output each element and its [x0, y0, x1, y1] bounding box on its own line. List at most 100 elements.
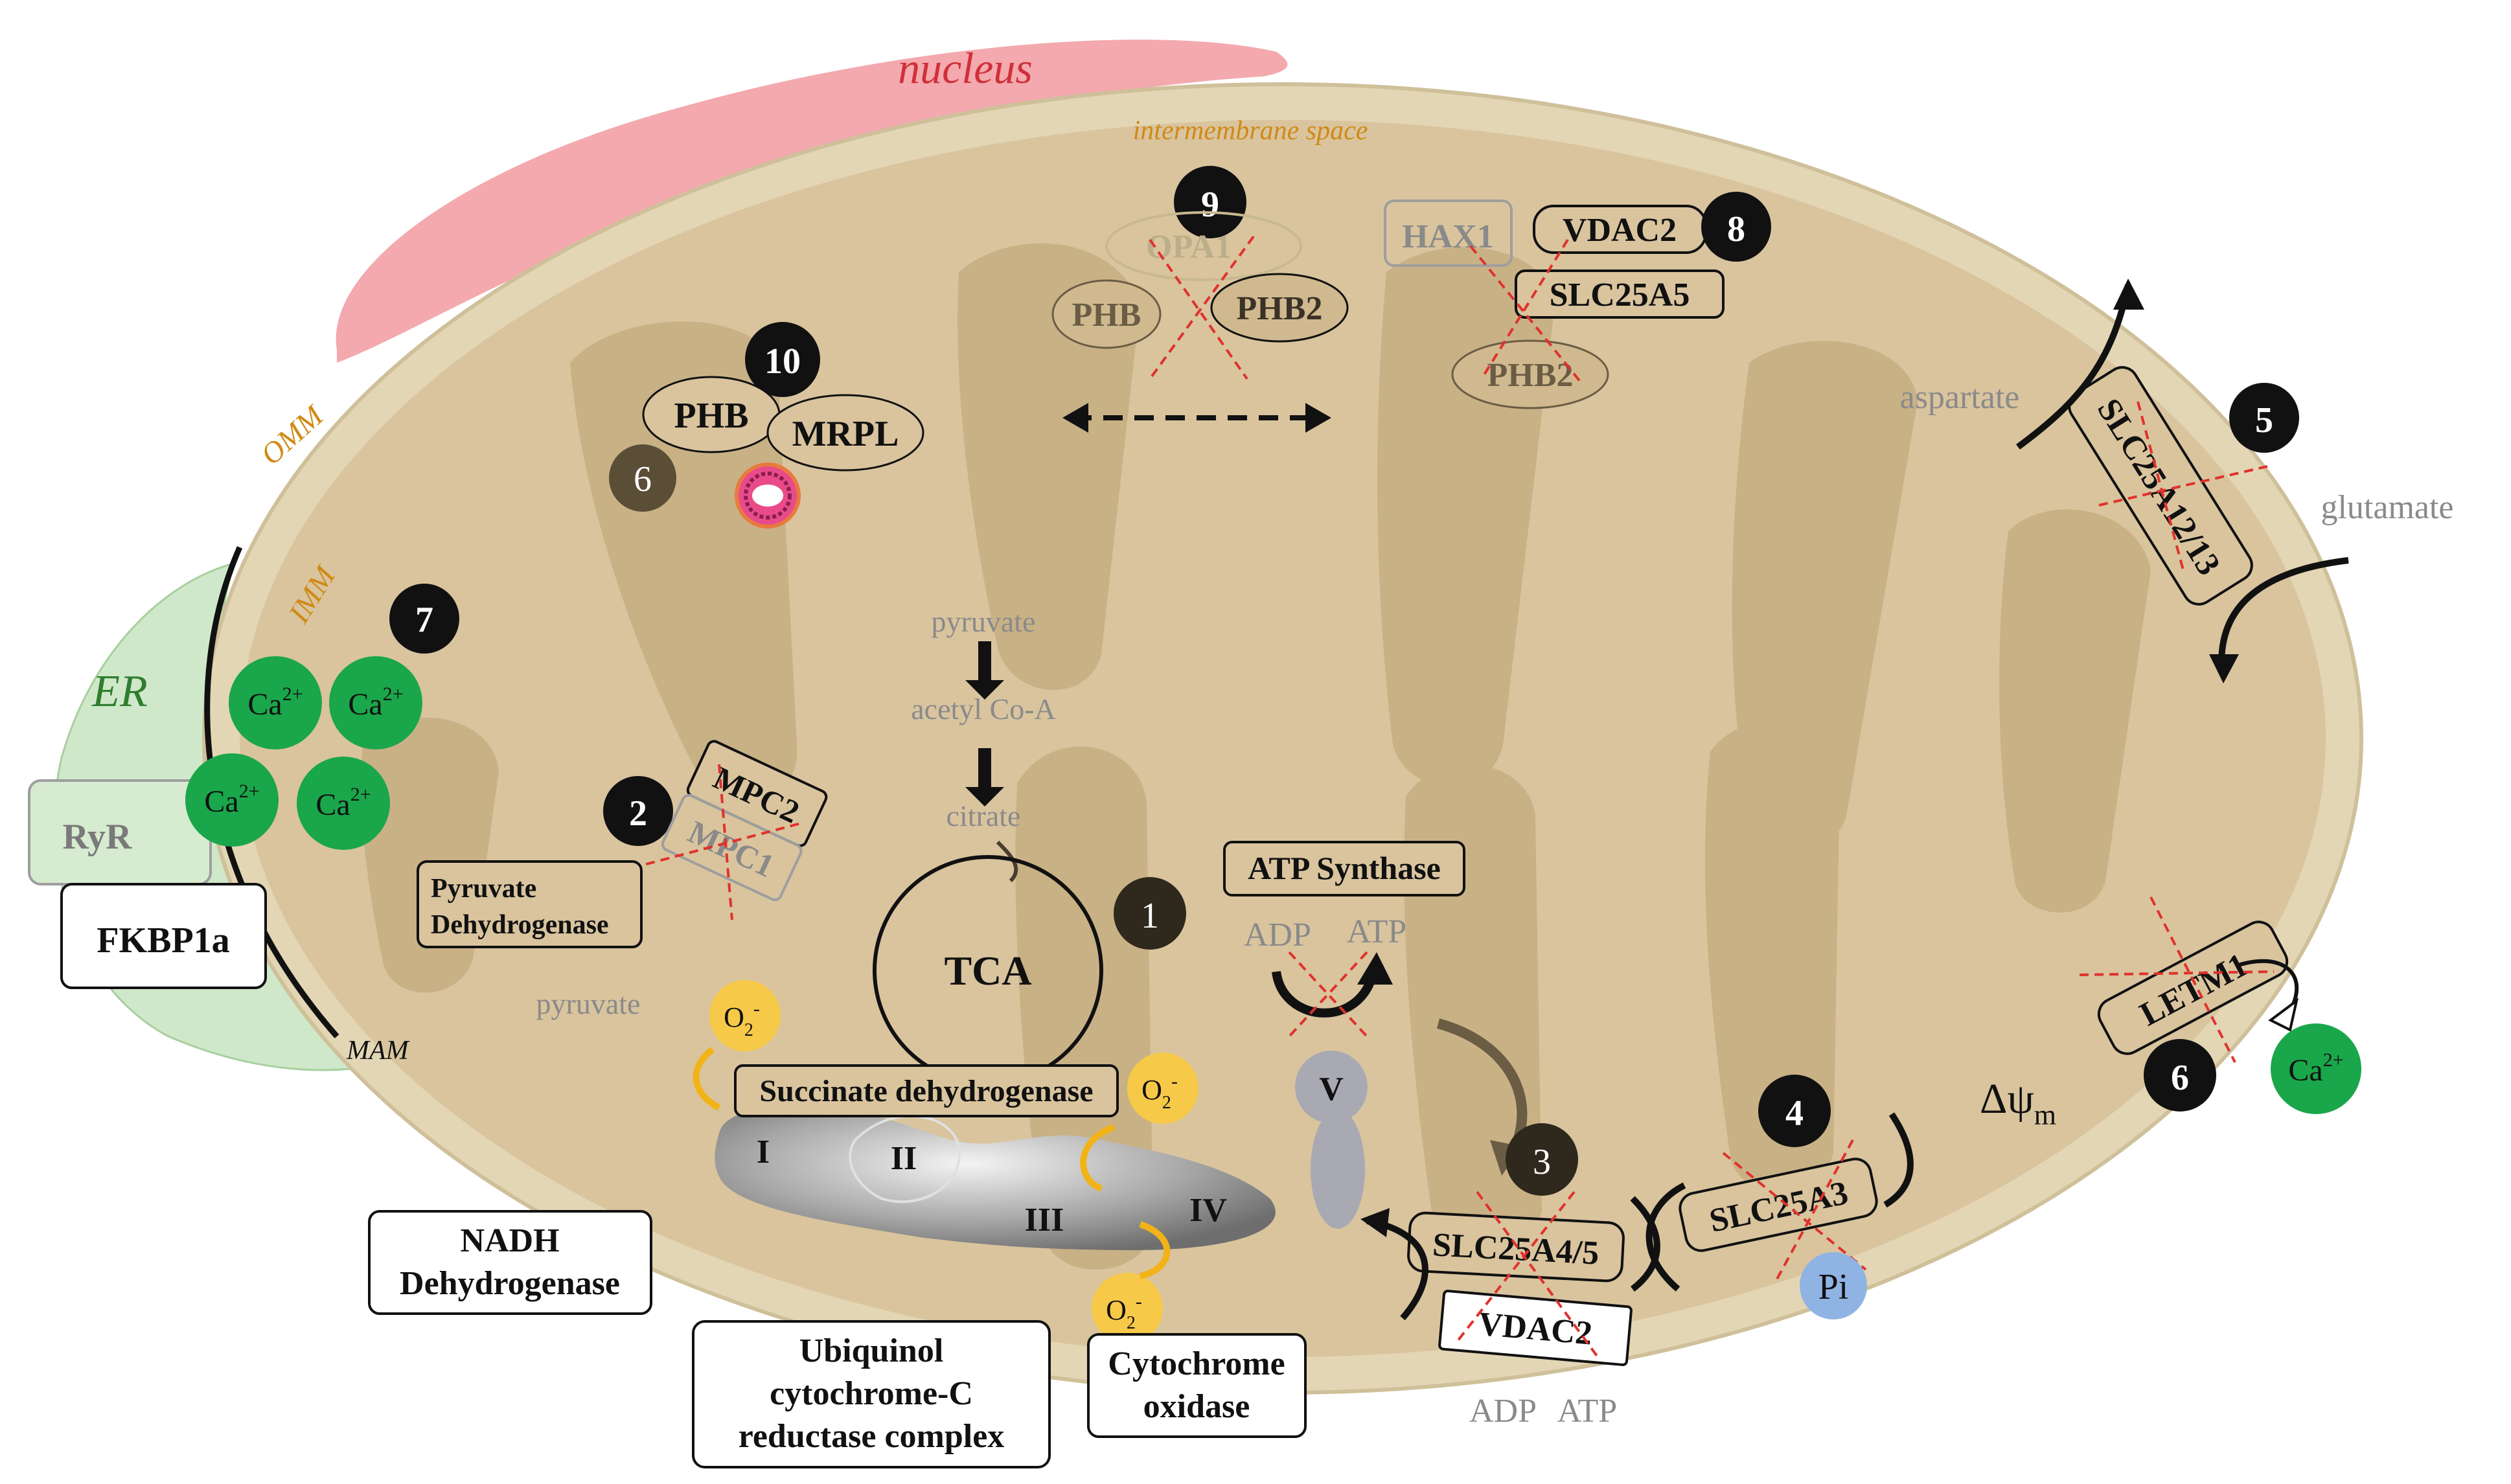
ubiquinol-box — [692, 1320, 1051, 1468]
slc25a4-5-label: SLC25A4/5 — [1432, 1226, 1600, 1272]
marker-8: 8 — [1727, 209, 1745, 249]
succinate-dehydrogenase-label: Succinate dehydrogenase — [759, 1074, 1093, 1108]
atp-synthase-label: ATP Synthase — [1248, 850, 1441, 886]
mtdna-icon — [735, 462, 801, 529]
superoxide: O2- — [1106, 1291, 1142, 1333]
marker-6a-dot — [609, 444, 676, 512]
phb2-9-ellipse — [1210, 273, 1349, 343]
calcium-ion: Ca2+ — [204, 781, 259, 819]
superoxide: O2- — [724, 998, 760, 1040]
slc25a5-label: SLC25A5 — [1550, 277, 1690, 314]
marker-3-dot — [1506, 1123, 1578, 1196]
fkbp1a-label: FKBP1a — [97, 920, 229, 961]
marker-1-dot — [1114, 877, 1186, 950]
dashed-arrow-right-head — [1305, 403, 1331, 433]
phosphate-circle — [1800, 1252, 1867, 1319]
mrpl-label: MRPL — [792, 414, 899, 454]
marker-5-dot — [2229, 383, 2299, 453]
phb2-9-label: PHB2 — [1237, 290, 1323, 327]
opa1-ellipse — [1105, 211, 1302, 281]
cross-6 — [2079, 896, 2275, 1063]
nucleus-label: nucleus — [898, 43, 1033, 93]
calcium-ion: Ca2+ — [315, 784, 371, 822]
phb-9-ellipse — [1051, 279, 1162, 349]
cross-atp — [1288, 951, 1368, 1038]
adp-atp-arrow-head — [1357, 952, 1393, 985]
superoxide-group: O2- O2- O2- — [693, 980, 1198, 1344]
cross-3 — [1456, 1191, 1601, 1362]
slc25a3-right-arrow — [1883, 1112, 1914, 1208]
hax1-label: HAX1 — [1402, 218, 1494, 255]
nadh-dehydrogenase-box — [368, 1210, 652, 1315]
arrow-pyruvate-acetyl — [965, 641, 1004, 700]
letm1-calcium-arrow — [2238, 959, 2299, 1019]
marker-1: 1 — [1141, 896, 1159, 936]
succinate-dehydrogenase-box — [734, 1064, 1119, 1117]
slc25a4-5-right-arrow — [1630, 1196, 1660, 1292]
marker-4: 4 — [1785, 1093, 1804, 1134]
cross-9 — [1149, 235, 1255, 380]
marker-2: 2 — [629, 793, 647, 834]
superoxide: O2- — [1141, 1071, 1178, 1113]
nucleus-shape — [336, 40, 1288, 363]
marker-7-dot — [389, 584, 459, 654]
complex-ii-label: II — [891, 1140, 917, 1177]
complex-iii-label: III — [1025, 1202, 1064, 1239]
fkbp1a-box — [60, 883, 267, 989]
marker-5: 5 — [2255, 400, 2273, 440]
ubiquinol-line-1: Ubiquinol — [799, 1332, 944, 1369]
atp-top-label: ATP — [1347, 913, 1406, 950]
phosphate-label: Pi — [1818, 1267, 1849, 1307]
atp-bottom-label: ATP — [1557, 1393, 1617, 1430]
marker-7: 7 — [415, 600, 433, 640]
complex-v-head — [1295, 1051, 1368, 1123]
er-label: ER — [91, 667, 148, 716]
calcium-cluster: Ca2+ Ca2+ Ca2+ Ca2+ — [185, 656, 422, 850]
hax1-box — [1384, 200, 1513, 267]
complex-v-label: V — [1319, 1071, 1344, 1108]
marker-8-dot — [1701, 192, 1771, 262]
slc25a3-left-arrow — [1645, 1182, 1686, 1292]
aspartate-label: aspartate — [1900, 379, 2020, 416]
marker-9-dot — [1174, 166, 1246, 238]
cytochrome-line-1: Cytochrome — [1108, 1345, 1285, 1382]
cross-8 — [1469, 238, 1582, 383]
phb-10-label: PHB — [674, 396, 748, 436]
marker-10: 10 — [764, 341, 801, 382]
marker-6b: 6 — [2171, 1058, 2189, 1098]
calcium-ion: Ca2+ — [348, 683, 403, 722]
complex-i-label: I — [757, 1134, 770, 1170]
pyruvate-dehydrogenase-label: Pyruvate Dehydrogenase — [431, 874, 609, 940]
aspartate-arrow-head — [2113, 279, 2144, 310]
pyruvate-left-label: pyruvate — [536, 987, 641, 1020]
delta-psi-label: Δψm — [1980, 1075, 2056, 1131]
marker-10-dot — [745, 322, 820, 397]
adp-bottom-label: ADP — [1469, 1393, 1537, 1430]
dashed-arrow-left-head — [1062, 403, 1088, 433]
pyruvate-top-label: pyruvate — [932, 605, 1036, 638]
phb2-8-ellipse — [1451, 339, 1609, 409]
ubiquinol-line-2: cytochrome-C — [770, 1375, 973, 1412]
marker-6b-dot — [2144, 1039, 2216, 1112]
complex-iv-label: IV — [1189, 1192, 1227, 1229]
glutamate-arrow-head — [2209, 654, 2239, 683]
glutamate-label: glutamate — [2321, 489, 2453, 526]
pyruvate-dehydrogenase-text-line2: Dehydrogenase — [431, 910, 609, 940]
cross-2 — [631, 764, 804, 920]
arrow-acetyl-citrate — [965, 748, 1004, 806]
marker-6a: 6 — [634, 459, 652, 499]
pyruvate-dehydrogenase-box — [417, 860, 643, 948]
acetyl-coa-label: acetyl Co-A — [911, 692, 1056, 725]
opa1-label: OPA1 — [1146, 229, 1232, 266]
cytochrome-line-2: oxidase — [1143, 1388, 1250, 1425]
mam-label: MAM — [346, 1036, 410, 1066]
phb-9-label: PHB — [1072, 297, 1141, 334]
cross-4 — [1722, 1139, 1867, 1283]
marker-3: 3 — [1533, 1142, 1551, 1182]
atp-synthase-box — [1223, 841, 1465, 896]
mrpl-ellipse — [766, 394, 924, 472]
marker-2-dot — [603, 776, 673, 846]
citrate-label: citrate — [946, 799, 1021, 832]
